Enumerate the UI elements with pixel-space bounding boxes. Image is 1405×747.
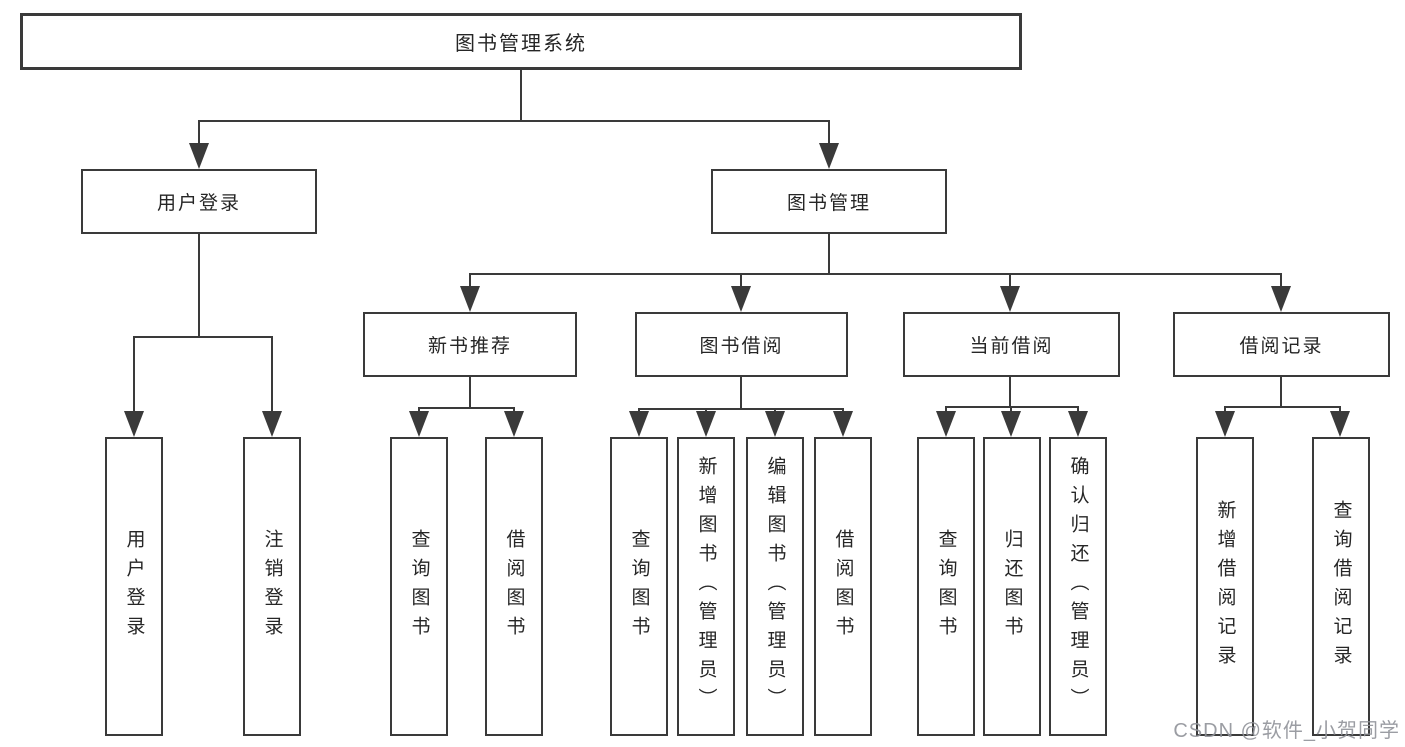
node-book-management: 图书管理 — [711, 169, 947, 234]
node-borrowing-records: 借阅记录 — [1173, 312, 1390, 377]
connector-user-login-branch — [133, 336, 273, 338]
leaf-add-books-admin: 新增图书（管理员） — [677, 437, 735, 736]
arrow-to-leaf — [409, 411, 429, 437]
connector-current-branch — [945, 406, 1079, 408]
leaf-add-borrow-record: 新增借阅记录 — [1196, 437, 1254, 736]
connector-drop — [945, 406, 947, 415]
connector-new-rec-branch — [418, 407, 515, 409]
leaf-query-books: 查询图书 — [390, 437, 448, 736]
arrow-to-leaf — [765, 411, 785, 437]
connector-records-stem — [1280, 377, 1282, 408]
arrow-to-leaf — [696, 411, 716, 437]
arrow-to-borrowing — [731, 286, 751, 312]
arrow-to-leaf — [629, 411, 649, 437]
leaf-query-books: 查询图书 — [917, 437, 975, 736]
connector-drop-new-rec — [469, 273, 471, 288]
node-library-system: 图书管理系统 — [20, 13, 1022, 70]
node-new-book-recommend: 新书推荐 — [363, 312, 577, 377]
csdn-watermark: CSDN @软件_小贺同学 — [1173, 720, 1400, 742]
arrow-to-book-mgmt — [819, 143, 839, 169]
connector-drop-current — [1009, 273, 1011, 288]
arrow-to-records — [1271, 286, 1291, 312]
connector-drop — [1224, 406, 1226, 415]
connector-drop-login — [133, 336, 135, 413]
leaf-borrow-books: 借阅图书 — [485, 437, 543, 736]
leaf-user-login: 用户登录 — [105, 437, 163, 736]
connector-drop-book-mgmt — [828, 120, 830, 146]
connector-drop-records — [1280, 273, 1282, 288]
arrow-to-leaf — [1001, 411, 1021, 437]
connector-user-login-stem — [198, 233, 200, 338]
leaf-return-books: 归还图书 — [983, 437, 1041, 736]
leaf-logout: 注销登录 — [243, 437, 301, 736]
arrow-to-logout — [262, 411, 282, 437]
connector-drop-logout — [271, 336, 273, 413]
connector-borrowing-branch — [638, 408, 844, 410]
connector-book-mgmt-branch — [469, 273, 1282, 275]
leaf-query-books: 查询图书 — [610, 437, 668, 736]
connector-drop — [1010, 406, 1012, 415]
arrow-to-leaf — [936, 411, 956, 437]
arrow-to-login — [124, 411, 144, 437]
arrow-to-current — [1000, 286, 1020, 312]
connector-new-rec-stem — [469, 377, 471, 409]
connector-current-stem — [1009, 377, 1011, 408]
leaf-query-borrow-record: 查询借阅记录 — [1312, 437, 1370, 736]
node-book-borrowing: 图书借阅 — [635, 312, 848, 377]
connector-root-branch — [198, 120, 830, 122]
arrow-to-new-rec — [460, 286, 480, 312]
arrow-to-leaf — [504, 411, 524, 437]
node-user-login: 用户登录 — [81, 169, 317, 234]
connector-drop — [1077, 406, 1079, 415]
connector-borrowing-stem — [740, 377, 742, 410]
connector-drop-borrowing — [740, 273, 742, 288]
arrow-to-leaf — [1215, 411, 1235, 437]
connector-drop — [1339, 406, 1341, 415]
node-current-borrowing: 当前借阅 — [903, 312, 1120, 377]
connector-root-stem — [520, 69, 522, 122]
leaf-edit-books-admin: 编辑图书（管理员） — [746, 437, 804, 736]
arrow-to-leaf — [833, 411, 853, 437]
arrow-to-leaf — [1330, 411, 1350, 437]
arrow-to-leaf — [1068, 411, 1088, 437]
connector-drop-user-login — [198, 120, 200, 146]
connector-book-mgmt-stem — [828, 233, 830, 275]
connector-records-branch — [1224, 406, 1341, 408]
leaf-borrow-books: 借阅图书 — [814, 437, 872, 736]
arrow-to-user-login — [189, 143, 209, 169]
leaf-confirm-return-admin: 确认归还（管理员） — [1049, 437, 1107, 736]
